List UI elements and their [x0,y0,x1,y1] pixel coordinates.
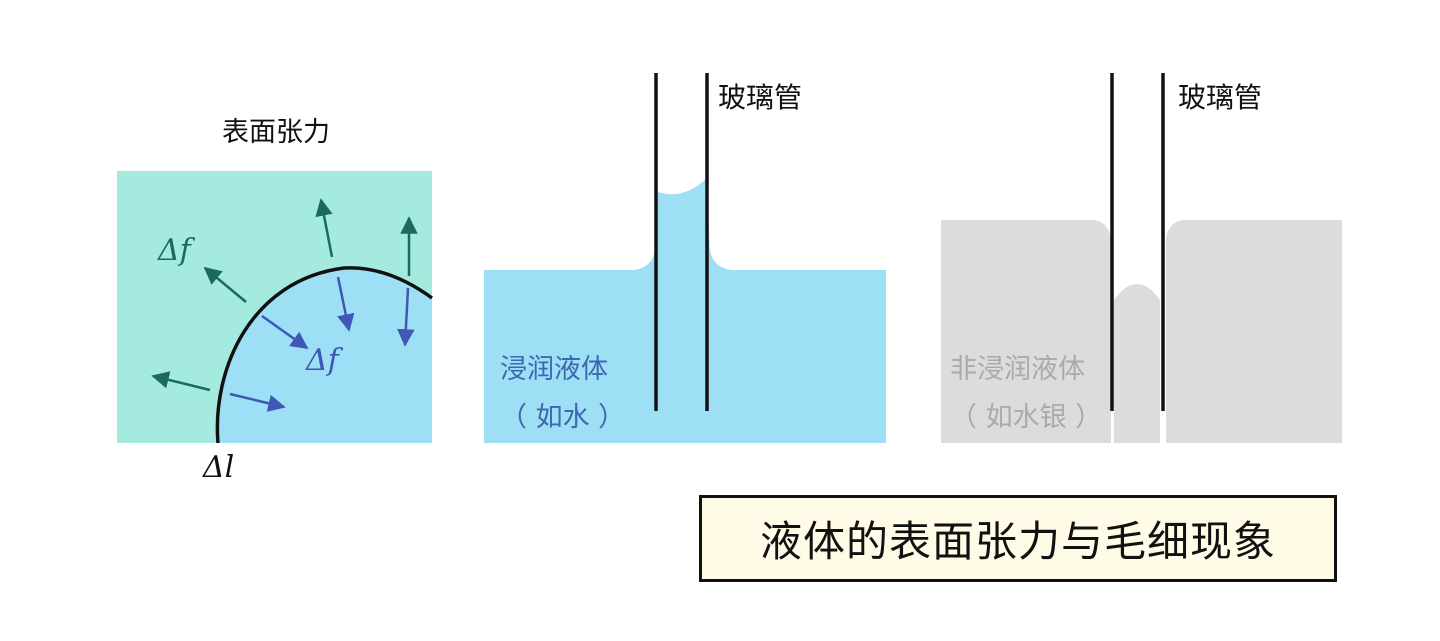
wetting-liquid-panel: 玻璃管 浸润液体 （ 如水 ） [484,73,886,443]
non-wetting-liquid-label: 非浸润液体 [950,354,1085,385]
wetting-liquid-body [484,179,886,443]
glass-tube-label: 玻璃管 [1178,81,1262,114]
surface-boundary-curve [215,266,434,444]
inward-force-arrow [261,314,309,350]
non-wetting-liquid-body [941,220,1111,443]
inward-force-arrow [397,287,415,347]
non-wetting-liquid-body [1166,220,1342,443]
delta-f-inner-label: Δf [305,343,344,378]
main-title: 液体的表面张力与毛细现象 [759,517,1276,566]
wetting-liquid-label: 浸润液体 [500,354,608,385]
surface-tension-panel: 表面张力 Δf Δf Δl [117,117,434,485]
inward-force-arrow [336,276,355,332]
non-wetting-liquid-panel: 玻璃管 非浸润液体 （ 如水银 ） [941,73,1342,443]
inward-force-arrow [229,392,286,412]
outward-force-arrow [203,266,247,303]
outward-force-arrow [151,371,211,392]
delta-f-outer-label: Δf [157,233,196,268]
surface-tension-title: 表面张力 [222,117,330,148]
delta-l-label: Δl [202,450,234,485]
non-wetting-liquid-example: （ 如水银 ） [950,402,1102,433]
non-wetting-liquid-body [1114,284,1160,443]
outward-force-arrow [315,198,334,258]
glass-tube-label: 玻璃管 [718,81,802,114]
main-title-box: 液体的表面张力与毛细现象 [699,495,1337,582]
wetting-liquid-example: （ 如水 ） [500,402,625,433]
